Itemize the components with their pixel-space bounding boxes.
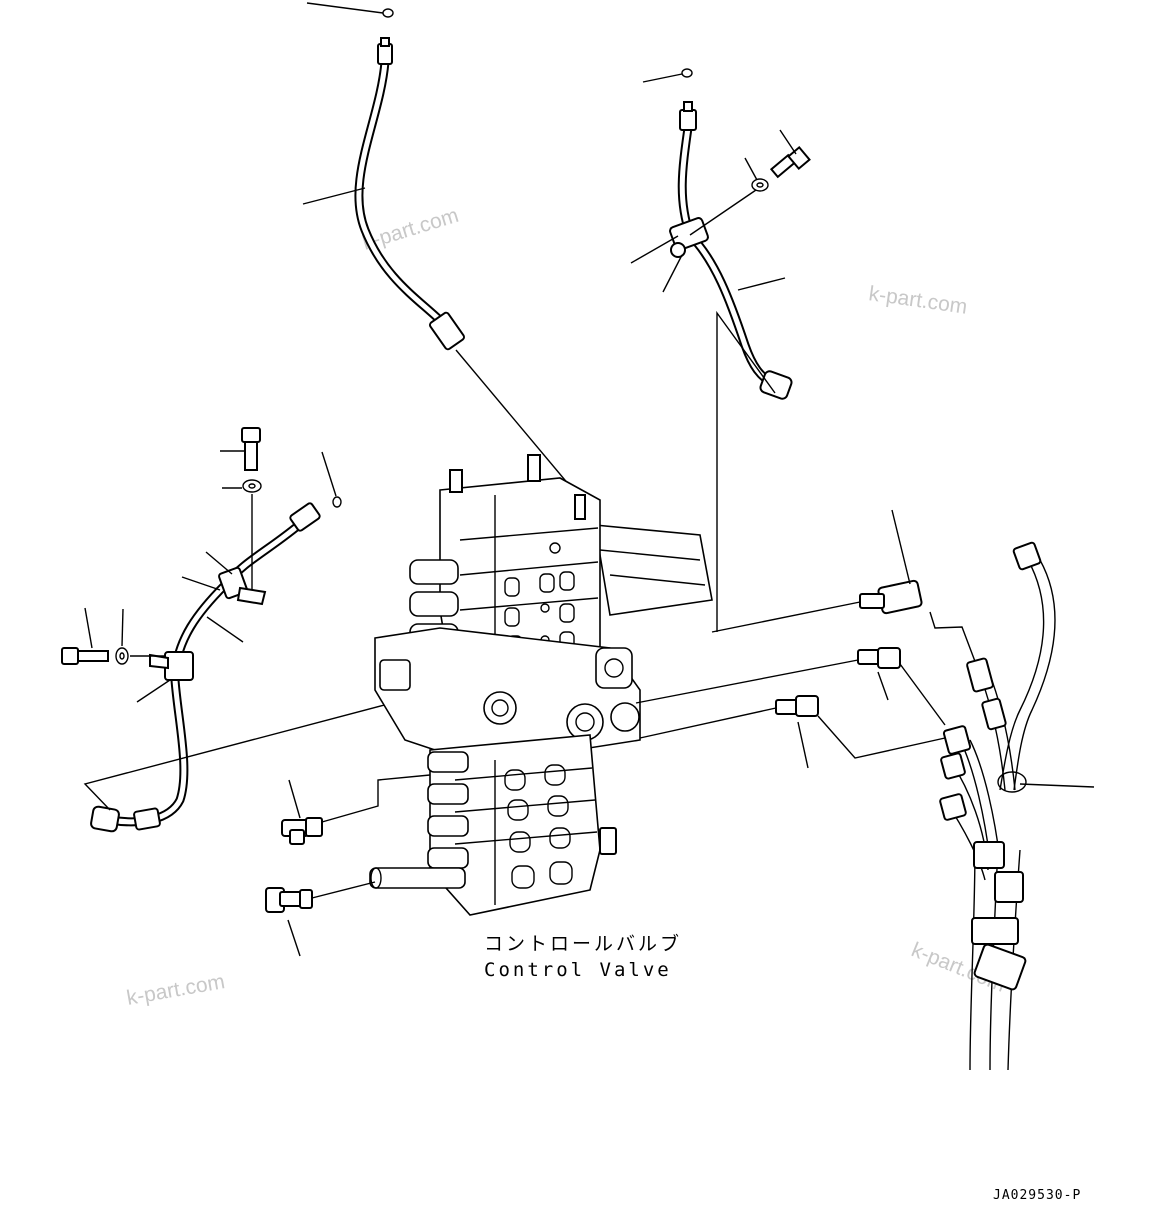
- leader-line: [662, 254, 683, 293]
- bolt-icon: [61, 647, 109, 665]
- control-valve: [369, 454, 713, 916]
- bolt-icon: [769, 145, 811, 179]
- leader-line: [817, 715, 946, 759]
- bolt-icon: [241, 427, 261, 471]
- leader-line: [877, 671, 889, 701]
- elbow-fitting-icon: [859, 579, 923, 615]
- leader-line: [630, 235, 679, 264]
- leader-line: [311, 881, 376, 899]
- leader-line: [711, 601, 861, 633]
- leader-line: [899, 663, 946, 726]
- leader-line: [84, 607, 93, 649]
- component-label-en: Control Valve: [484, 959, 672, 981]
- upper-left-hose: [354, 37, 466, 351]
- leader-line: [302, 187, 366, 205]
- leader-line: [642, 73, 683, 83]
- leader-line: [455, 349, 581, 499]
- leader-line: [744, 157, 758, 181]
- leader-line: [1019, 783, 1095, 788]
- leader-line: [797, 721, 809, 769]
- upper-right-hose: [669, 101, 793, 400]
- washer-icon: [242, 479, 262, 493]
- leader-line: [779, 129, 797, 155]
- leader-line: [639, 707, 777, 739]
- left-hose: [90, 502, 321, 833]
- leader-line: [929, 611, 977, 665]
- leader-line: [321, 451, 337, 497]
- leader-line: [635, 659, 859, 704]
- elbow-fitting-icon: [281, 817, 323, 845]
- leader-line: [321, 774, 431, 823]
- leader-line: [716, 310, 776, 632]
- leader-line: [83, 692, 431, 811]
- leader-line: [689, 189, 757, 236]
- elbow-fitting-icon: [265, 887, 313, 913]
- leader-line: [205, 551, 233, 575]
- hose-bundle: [939, 541, 1056, 1071]
- leader-line: [891, 509, 911, 585]
- watermark: k-part.com: [867, 282, 968, 319]
- drawing-code: JA029530-P: [993, 1188, 1081, 1203]
- leader-line: [206, 616, 244, 643]
- leader-line: [121, 608, 124, 647]
- elbow-fitting-icon: [857, 647, 901, 669]
- elbow-fitting-icon: [775, 695, 819, 717]
- leader-line: [136, 679, 171, 703]
- component-label-jp: コントロールバルブ: [484, 932, 682, 955]
- leader-line: [737, 277, 786, 291]
- leader-line: [288, 779, 301, 819]
- o-ring-icon: [332, 496, 342, 508]
- leader-line: [287, 919, 301, 957]
- leader-line: [306, 2, 384, 14]
- leader-line: [181, 576, 221, 591]
- o-ring-icon: [681, 68, 693, 78]
- washer-icon: [751, 178, 769, 192]
- washer-icon: [115, 647, 129, 665]
- watermark: k-part.com: [125, 970, 227, 1010]
- o-ring-icon: [382, 8, 394, 18]
